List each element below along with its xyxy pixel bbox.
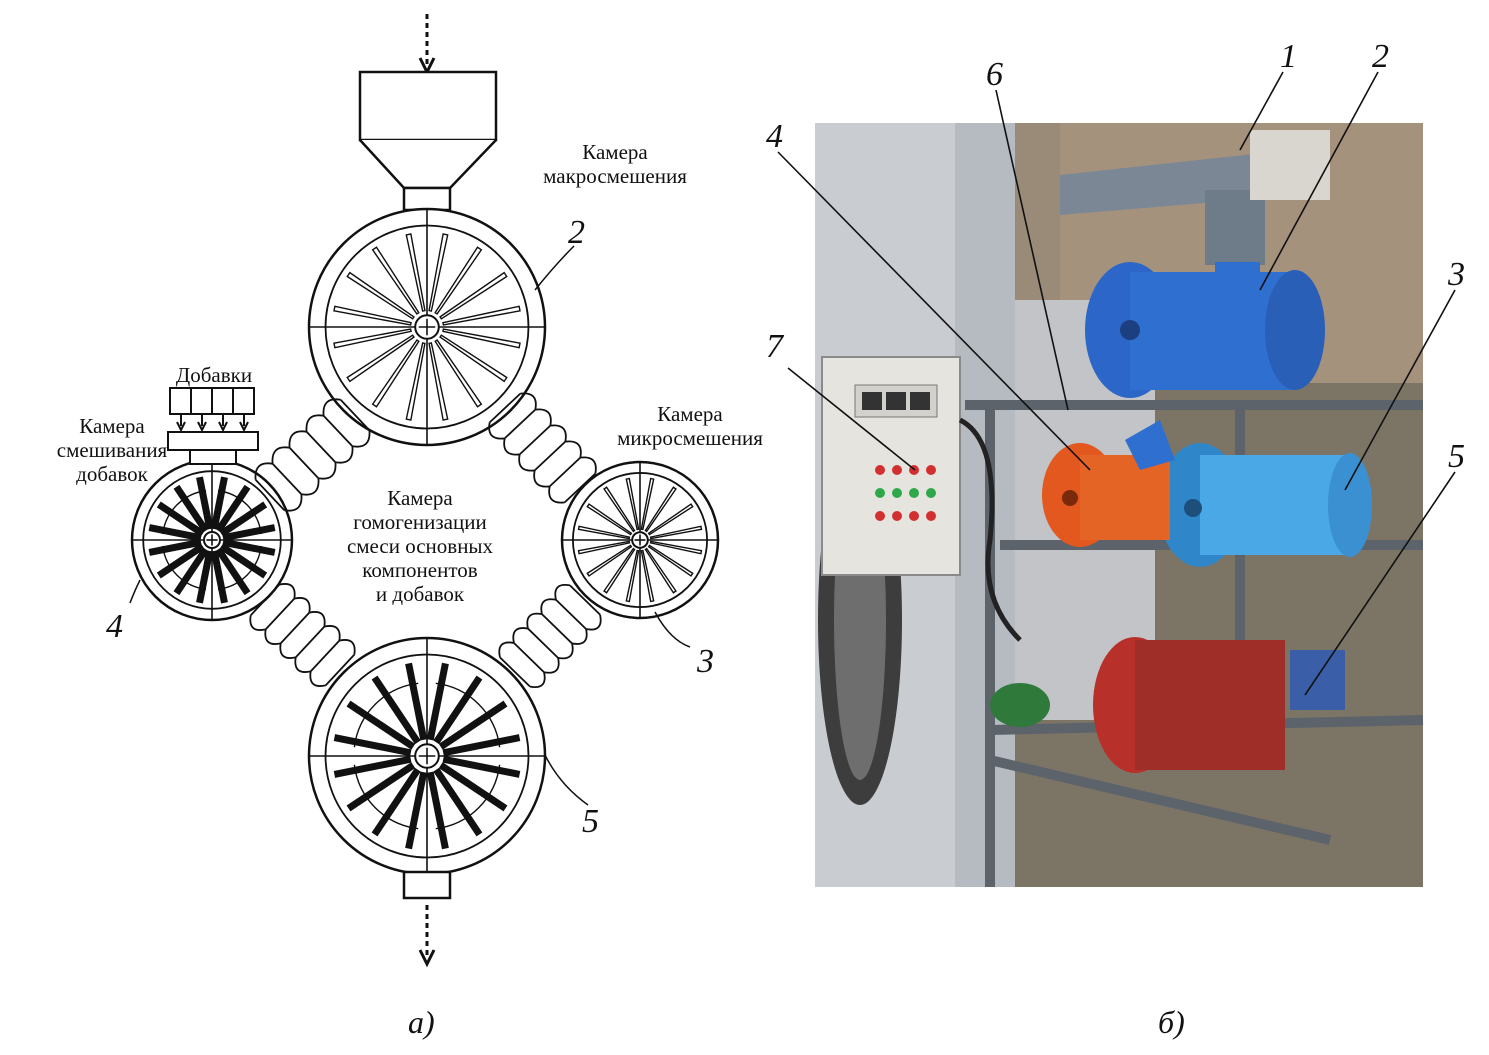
feed-hopper — [358, 70, 498, 212]
photo-number-2: 2 — [1372, 38, 1389, 75]
leader-lines-photo — [777, 71, 1456, 696]
label-macro-chamber: Камера макросмешения — [543, 140, 687, 188]
bellows-micro-to-homog — [498, 583, 602, 689]
photo-number-7: 7 — [766, 328, 783, 365]
cabinet-buttons — [875, 465, 936, 521]
bellows-macro-to-additive — [254, 398, 371, 512]
homogenization-chamber — [307, 636, 547, 876]
macro-mixing-chamber — [307, 207, 547, 447]
label-additive-mixing-chamber: Камера смешивания добавок — [56, 414, 168, 486]
label-micro-chamber: Камера микросмешения — [617, 402, 763, 450]
outlet-arrow — [418, 905, 436, 968]
photo-number-4: 4 — [766, 118, 783, 155]
scheme-number-3: 3 — [697, 643, 714, 680]
additive-mixing-chamber — [130, 458, 294, 622]
leader-lines-scheme — [129, 245, 691, 806]
caption-a: а) — [408, 1004, 435, 1040]
additive-dispensers — [167, 387, 259, 465]
inlet-arrow — [418, 14, 436, 76]
label-additives: Добавки — [175, 363, 253, 387]
micro-mixing-chamber — [560, 460, 720, 620]
photo-number-1: 1 — [1280, 38, 1297, 75]
scheme-number-5: 5 — [582, 803, 599, 840]
bellows-macro-to-micro — [488, 392, 597, 504]
label-homogenization-chamber: Камера гомогенизации смеси основных комп… — [346, 486, 494, 606]
equipment-photo — [815, 123, 1424, 887]
bellows-additive-to-homog — [249, 583, 356, 687]
caption-b: б) — [1158, 1004, 1185, 1040]
photo-number-6: 6 — [986, 56, 1003, 93]
outlet-pipe — [402, 870, 452, 900]
scheme-number-4: 4 — [106, 608, 123, 645]
photo-number-5: 5 — [1448, 438, 1465, 475]
scheme-number-2: 2 — [568, 214, 585, 251]
photo-number-3: 3 — [1448, 256, 1465, 293]
